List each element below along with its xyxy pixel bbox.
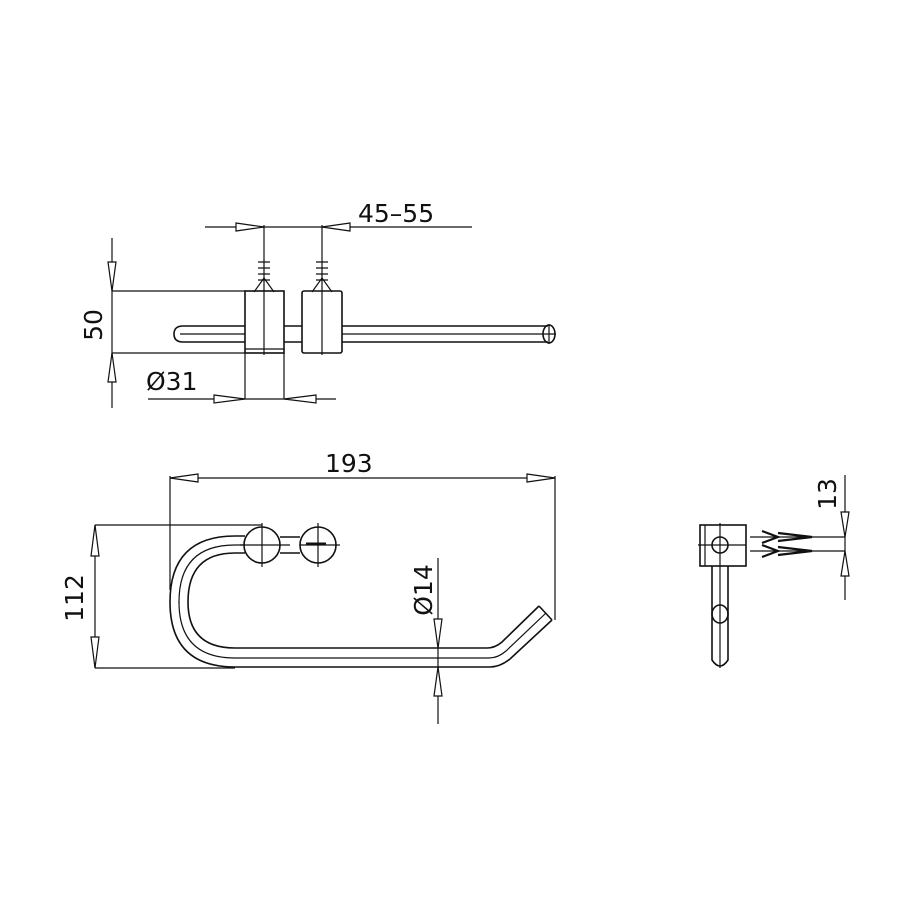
dim-overall-width: 193 [325,449,373,478]
dim-rod-diameter: Ø14 [409,564,438,616]
top-view [107,222,556,408]
screw-icon [750,543,845,559]
screw-icon [253,261,275,293]
screw-icon [311,261,333,293]
side-view [698,475,850,668]
dim-rosette-diameter: Ø31 [146,367,198,396]
dim-screw-spacing: 13 [813,478,842,510]
dim-overall-height: 112 [60,574,89,622]
dim-mount-spacing: 45–55 [358,199,434,228]
front-view [90,473,556,724]
dim-depth: 50 [79,309,108,341]
screw-icon [750,529,845,545]
